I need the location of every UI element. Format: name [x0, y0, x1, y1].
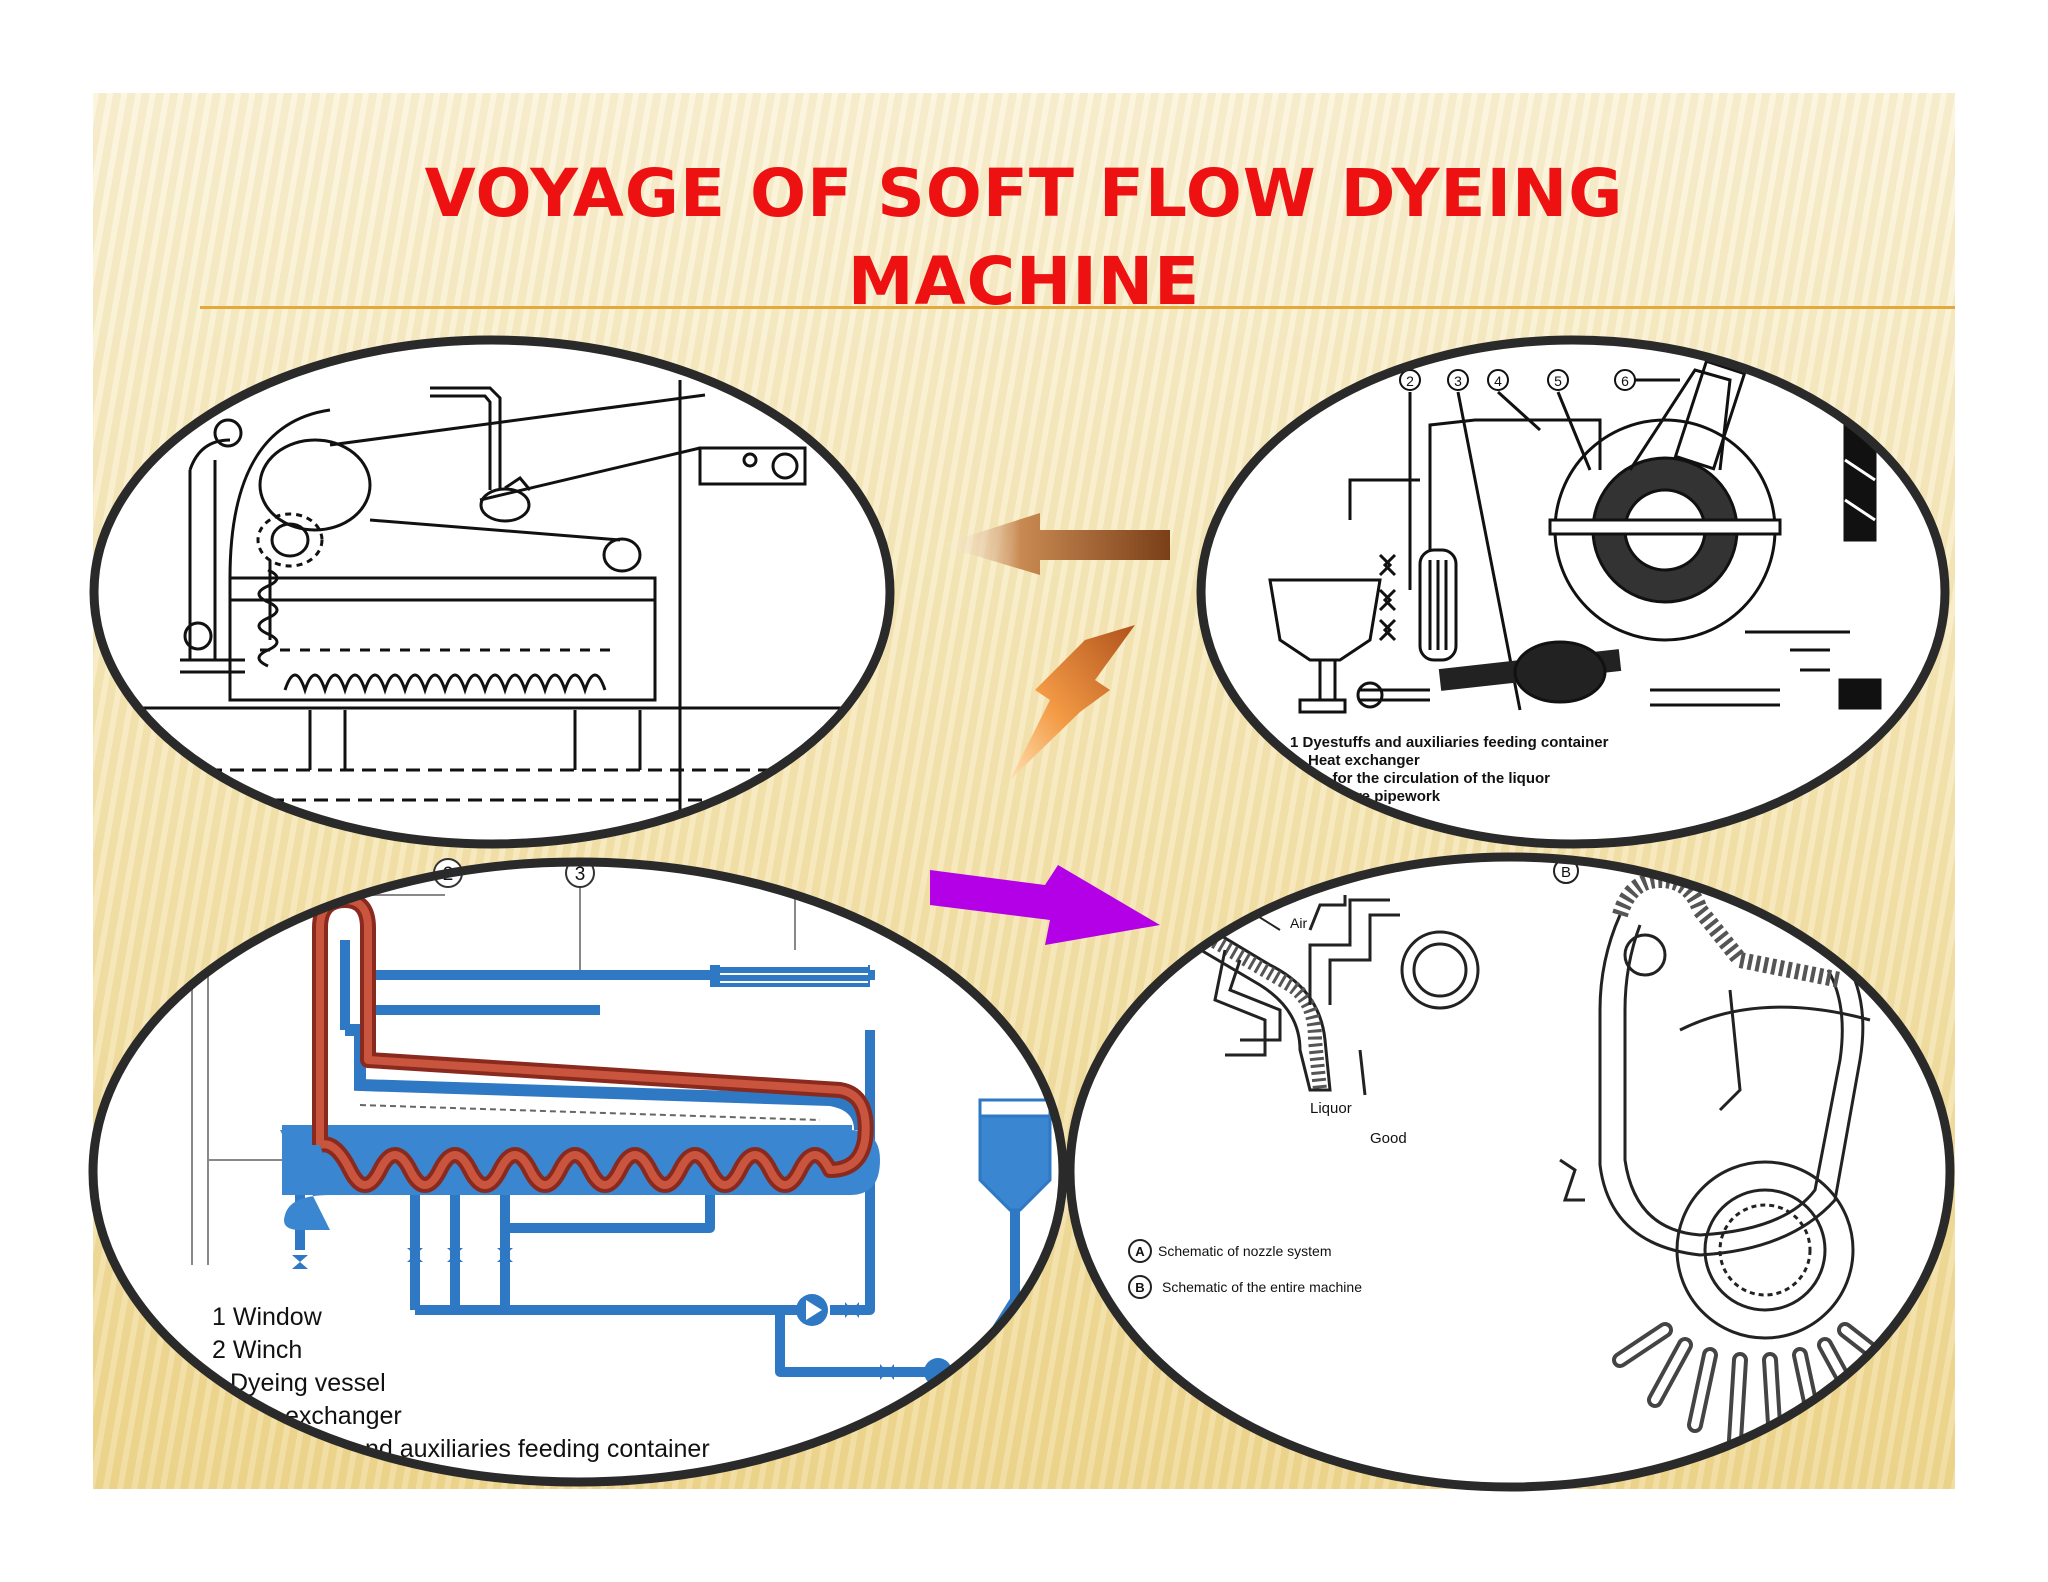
bottom-left-legend: 1 Window 2 Winch Dyeing vessel exchanger… [212, 1303, 710, 1463]
title-underline [200, 306, 1955, 309]
legend-line-3: Dyeing vessel [230, 1369, 386, 1397]
top-left-diagram [89, 335, 895, 849]
callout-4: 4 [1494, 373, 1502, 389]
title-line-1: VOYAGE OF SOFT FLOW DYEING [424, 155, 1624, 232]
callout-2: 2 [1406, 373, 1414, 389]
callout-3: 3 [575, 864, 586, 885]
callout-5: 5 [1554, 373, 1562, 389]
callout-3: 3 [1454, 373, 1462, 389]
top-right-legend: 1 Dyestuffs and auxiliaries feeding cont… [1290, 734, 1609, 805]
legend-line-1: 1 Dyestuffs and auxiliaries feeding cont… [1290, 734, 1609, 751]
top-right-diagram: 2 3 4 5 6 1 Dyestuffs and auxiliaries fe… [1196, 335, 1950, 849]
air-label: Air [1290, 915, 1307, 931]
bottom-right-legend: A Schematic of nozzle system B Schematic… [1128, 1239, 1362, 1299]
callout-6: 6 [1621, 373, 1629, 389]
legend-line-1: 1 Window [212, 1303, 323, 1331]
legend-marker-b: B [1135, 1280, 1144, 1295]
bottom-right-diagram: B Air Liquor Good A Schematic of nozzle … [1065, 852, 1955, 1492]
bottom-left-diagram: 2 3 1 Window 2 Winch Dyeing vessel excha… [88, 857, 1068, 1487]
legend-line-3: np for the circulation of the liquor [1310, 770, 1550, 787]
arrow-left-brown [940, 513, 1170, 575]
legend-marker-a: A [1135, 1244, 1145, 1259]
liquor-label: Liquor [1310, 1100, 1352, 1117]
legend-text-b: Schematic of the entire machine [1162, 1279, 1362, 1295]
legend-line-5: nd auxiliaries feeding container [365, 1435, 710, 1463]
arrow-right-purple [930, 865, 1160, 945]
arrow-down-left-orange [1010, 625, 1135, 780]
legend-text-a: Schematic of nozzle system [1158, 1243, 1332, 1259]
legend-line-2: Heat exchanger [1308, 752, 1420, 769]
good-label: Good [1370, 1130, 1407, 1147]
slide-title: VOYAGE OF SOFT FLOW DYEING MACHINE [0, 150, 2048, 326]
callout-b: B [1561, 864, 1571, 881]
legend-line-2: 2 Winch [212, 1336, 302, 1364]
